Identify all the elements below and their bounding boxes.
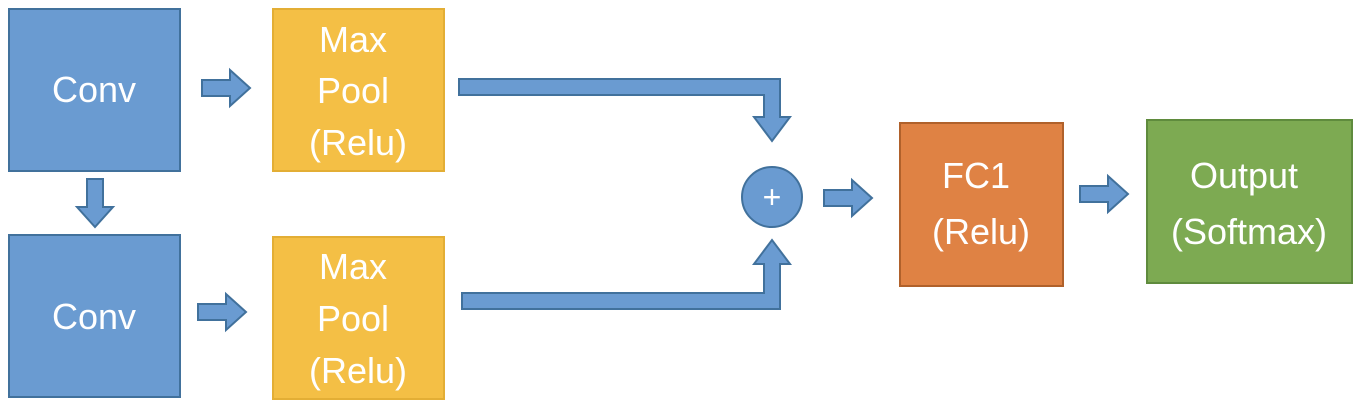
max-pool-top-label: Max Pool (Relu) <box>309 19 407 163</box>
output-label-line-1: Output <box>1190 155 1298 196</box>
fc1-label-line-2: (Relu) <box>932 211 1030 252</box>
max-pool-bottom-line-3: (Relu) <box>309 350 407 391</box>
conv-to-pool-bottom-arrow <box>197 291 248 333</box>
pool-bottom-to-add-arrow <box>461 238 792 310</box>
conv-to-pool-top-arrow <box>201 67 252 109</box>
max-pool-top-line-2: Pool <box>317 70 389 111</box>
max-pool-top-box <box>272 8 445 172</box>
fc1-box <box>899 122 1064 287</box>
conv-top-label: Conv <box>52 69 136 110</box>
pool-top-to-add-arrow <box>458 78 792 143</box>
max-pool-bottom-label: Max Pool (Relu) <box>309 246 407 391</box>
max-pool-bottom-line-1: Max <box>319 246 387 287</box>
add-node <box>741 166 803 228</box>
output-box <box>1146 119 1353 284</box>
plus-symbol: + <box>763 179 782 215</box>
max-pool-top-line-3: (Relu) <box>309 122 407 163</box>
add-node-label: + <box>763 179 782 215</box>
conv-top-box <box>8 8 181 172</box>
conv-bottom-label: Conv <box>52 296 136 337</box>
conv-bottom-label-line: Conv <box>52 296 136 337</box>
fc1-label: FC1 (Relu) <box>932 155 1030 252</box>
max-pool-top-line-1: Max <box>319 19 387 60</box>
conv-top-label-line: Conv <box>52 69 136 110</box>
add-to-fc1-arrow <box>823 177 874 219</box>
fc1-label-line-1: FC1 <box>942 155 1010 196</box>
fc1-to-output-arrow <box>1079 173 1130 215</box>
conv-to-conv-down-arrow <box>74 178 116 229</box>
conv-bottom-box <box>8 234 181 398</box>
max-pool-bottom-box <box>272 236 445 400</box>
output-label-line-2: (Softmax) <box>1171 211 1327 252</box>
output-label: Output (Softmax) <box>1171 155 1327 252</box>
max-pool-bottom-line-2: Pool <box>317 298 389 339</box>
